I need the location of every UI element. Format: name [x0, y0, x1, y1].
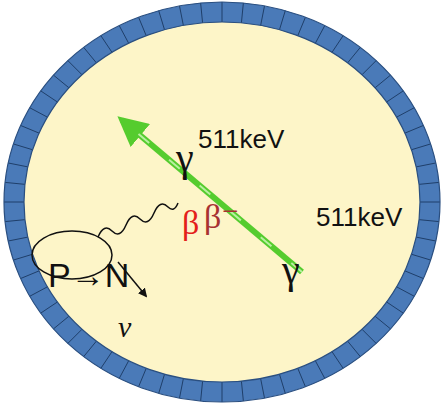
segment-divider: [30, 287, 48, 296]
segment-divider: [5, 220, 25, 222]
segment-divider: [41, 91, 58, 102]
annihilation-line: [122, 120, 302, 272]
segment-divider: [315, 26, 324, 44]
segment-divider: [119, 361, 128, 379]
detector-segments: [4, 2, 440, 402]
gamma-symbol: γ: [176, 138, 194, 178]
segment-divider: [419, 220, 439, 222]
segment-divider: [8, 237, 28, 241]
segment-divider: [179, 6, 183, 26]
segment-divider: [53, 316, 68, 329]
segment-divider: [159, 11, 165, 30]
segment-divider: [101, 36, 112, 53]
neutrino-symbol: ν: [118, 312, 131, 342]
segment-divider: [179, 379, 183, 399]
energy-label: 511keV: [316, 204, 402, 230]
segment-divider: [53, 75, 68, 88]
segment-divider: [416, 237, 436, 241]
segment-divider: [84, 47, 97, 62]
energy-label: 511keV: [198, 126, 284, 152]
segment-divider: [411, 254, 430, 260]
decay-equation: P→N: [48, 258, 129, 292]
detector-ring: [14, 12, 430, 392]
segment-divider: [375, 316, 390, 329]
gamma-symbol: γ: [282, 250, 300, 290]
segment-divider: [68, 61, 82, 75]
segment-divider: [419, 182, 439, 184]
segment-divider: [416, 163, 436, 167]
segment-divider: [30, 108, 48, 117]
segment-divider: [375, 75, 390, 88]
segment-divider: [5, 182, 25, 184]
segment-divider: [21, 271, 39, 279]
segment-divider: [68, 329, 82, 343]
segment-divider: [84, 341, 97, 356]
segment-divider: [21, 125, 39, 133]
segment-divider: [397, 287, 415, 296]
segment-divider: [387, 302, 404, 313]
segment-divider: [420, 202, 440, 203]
segment-divider: [201, 381, 203, 401]
segment-divider: [41, 302, 58, 313]
segment-divider: [139, 17, 147, 35]
segment-divider: [13, 254, 32, 260]
segment-divider: [348, 47, 361, 62]
segment-divider: [405, 271, 423, 279]
segment-divider: [298, 368, 306, 386]
segment-divider: [222, 382, 223, 402]
segment-divider: [332, 36, 343, 53]
scanner-bore: [15, 13, 429, 391]
segment-divider: [362, 61, 376, 75]
segment-divider: [405, 125, 423, 133]
segment-divider: [279, 11, 285, 30]
ring-outer-edge: [4, 2, 440, 402]
beta-minus-symbol: β⁻: [204, 200, 239, 234]
ring-inner-edge: [24, 22, 420, 382]
segment-divider: [397, 108, 415, 117]
segment-divider: [222, 2, 223, 22]
segment-divider: [411, 144, 430, 150]
annihilation-line-highlight: [122, 120, 302, 272]
photon-wave: [98, 203, 178, 237]
segment-divider: [139, 368, 147, 386]
segment-divider: [13, 144, 32, 150]
segment-divider: [261, 379, 265, 399]
beta-symbol: β: [182, 206, 199, 240]
segment-divider: [8, 163, 28, 167]
segment-divider: [362, 329, 376, 343]
segment-divider: [159, 374, 165, 393]
segment-divider: [298, 17, 306, 35]
segment-divider: [261, 6, 265, 26]
segment-divider: [387, 91, 404, 102]
segment-divider: [332, 352, 343, 369]
segment-divider: [348, 341, 361, 356]
segment-divider: [315, 361, 324, 379]
segment-divider: [241, 381, 243, 401]
segment-divider: [4, 202, 24, 203]
segment-divider: [119, 26, 128, 44]
segment-divider: [279, 374, 285, 393]
segment-divider: [241, 3, 243, 23]
segment-divider: [201, 3, 203, 23]
segment-divider: [101, 352, 112, 369]
